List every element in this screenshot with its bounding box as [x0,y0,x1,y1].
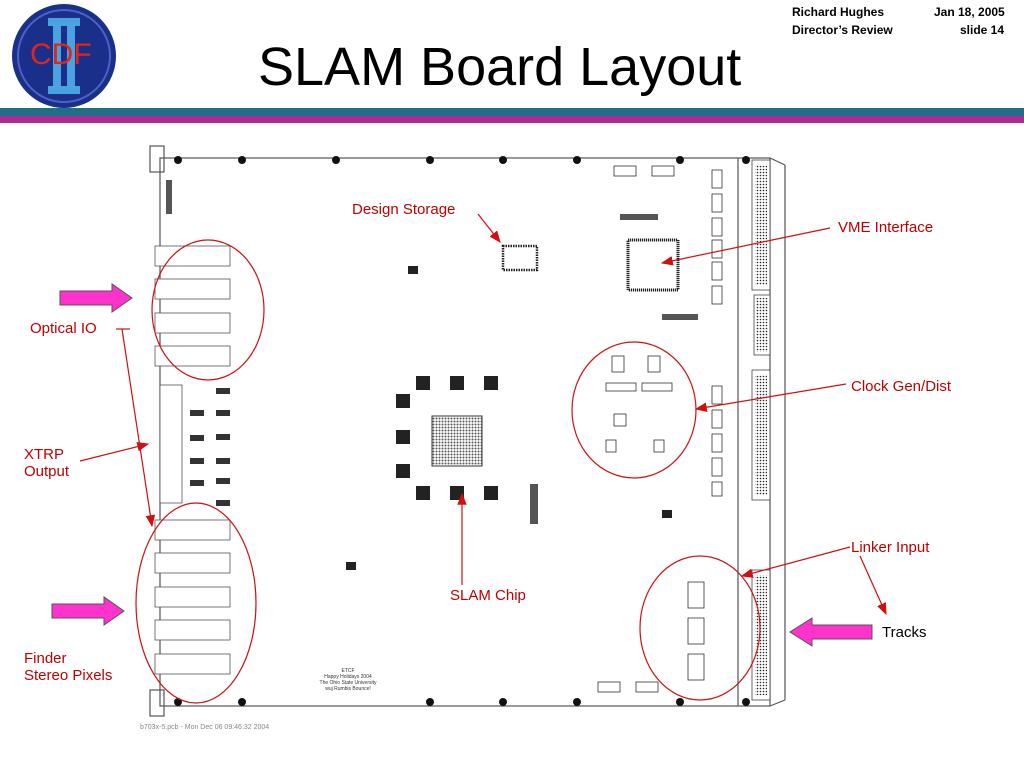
label-tracks: Tracks [882,624,927,641]
label-slam-chip: SLAM Chip [450,587,526,604]
cdf-logo: CDF [8,4,120,108]
label-clock-gen: Clock Gen/Dist [851,378,952,395]
date: Jan 18, 2005 [934,5,1005,19]
label-finder: Finder Stereo Pixels [24,650,112,685]
event: Director’s Review [792,23,893,37]
label-xtrp-line2: Output [24,463,70,481]
header-bar-purple [0,116,1024,123]
author: Richard Hughes [792,5,885,19]
label-xtrp-line1: XTRP [24,446,65,463]
label-finder-line1: Finder [24,650,67,667]
silk-line-2: Happy Holidays 2004 [324,674,372,680]
slide-number: slide 14 [960,23,1005,37]
label-vme-interface: VME Interface [838,219,934,236]
header-bar-teal [0,108,1024,116]
logo-text: CDF [30,38,92,71]
label-xtrp-output: XTRP Output [24,446,69,481]
silk-line-3: The Ohio State University [319,680,377,686]
label-optical-io: Optical IO [30,320,97,337]
board-footer: b703x-5.pcb - Mon Dec 06 09:46:32 2004 [140,724,270,731]
label-linker-input: Linker Input [851,539,930,556]
silk-line-4: wuj Rumbis Bounce! [325,686,371,692]
label-finder-line2: Stereo Pixels [24,667,113,685]
silk-line-1: ETCF [341,668,355,674]
label-design-storage: Design Storage [352,201,456,218]
page-title: SLAM Board Layout [258,37,742,97]
silkscreen-text: ETCF Happy Holidays 2004 The Ohio State … [318,668,378,692]
